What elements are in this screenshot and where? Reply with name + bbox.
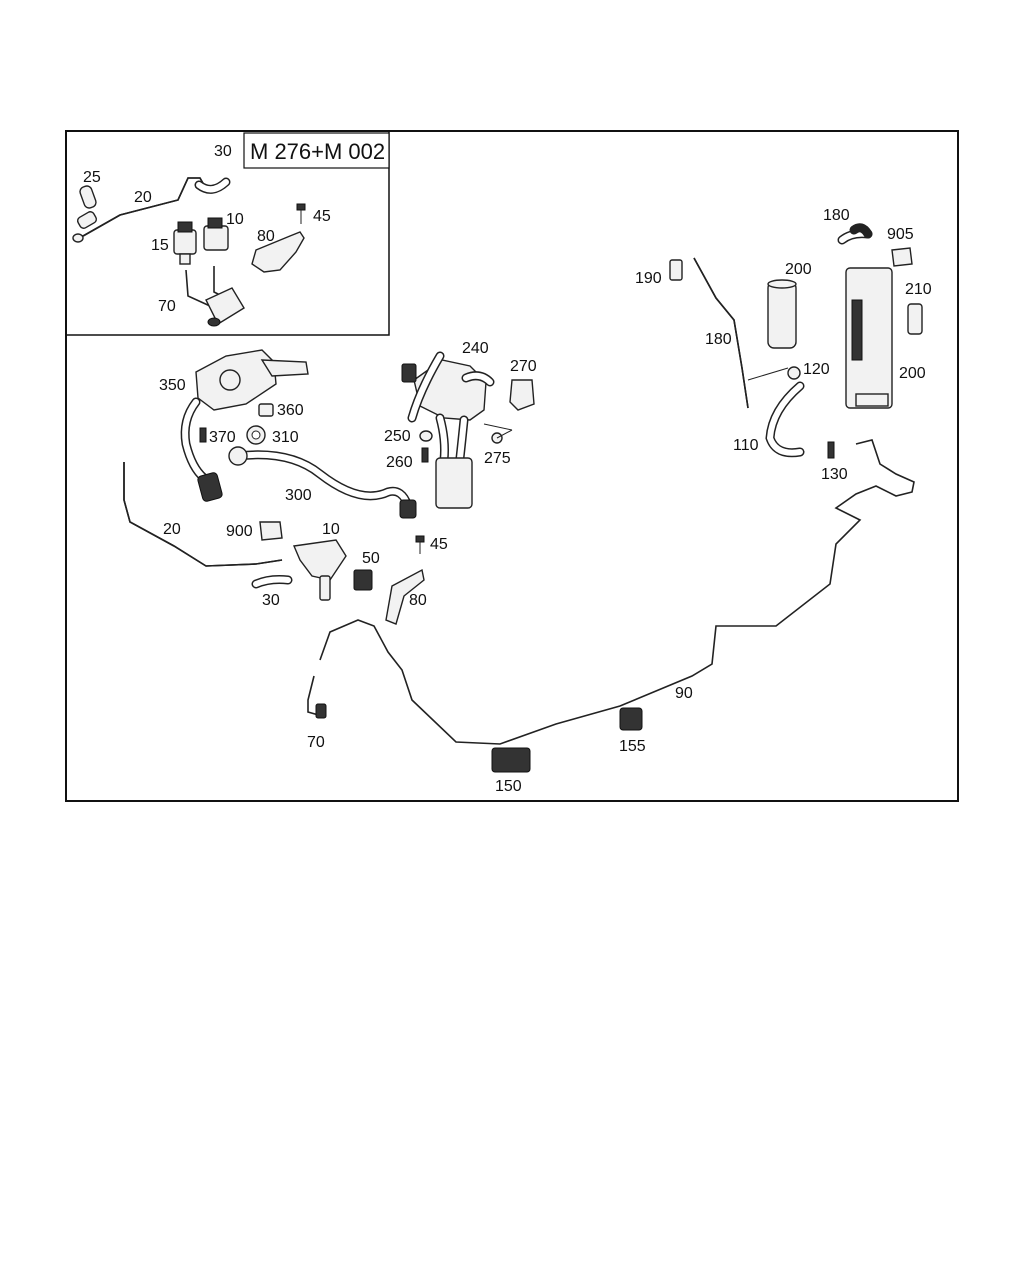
label-260: 260 <box>386 454 413 471</box>
label-270: 270 <box>510 358 537 375</box>
label-250: 250 <box>384 428 411 445</box>
label-80: 80 <box>409 592 427 609</box>
label-210: 210 <box>905 281 932 298</box>
label-275: 275 <box>484 450 511 467</box>
label-200-small: 200 <box>785 261 812 278</box>
label-20: 20 <box>163 521 181 538</box>
label-360: 360 <box>277 402 304 419</box>
label-inset-20: 20 <box>134 189 152 206</box>
inset-title: M 276+M 002 <box>250 139 385 164</box>
inset-title-box <box>243 132 390 169</box>
label-50: 50 <box>362 550 380 567</box>
label-90: 90 <box>675 685 693 702</box>
label-180-top: 180 <box>823 207 850 224</box>
label-120: 120 <box>803 361 830 378</box>
label-110: 110 <box>733 437 759 454</box>
label-inset-70: 70 <box>158 298 176 315</box>
label-150: 150 <box>495 778 522 795</box>
label-905: 905 <box>887 226 914 243</box>
label-240: 240 <box>462 340 489 357</box>
label-inset-15: 15 <box>151 237 169 254</box>
label-370: 370 <box>209 429 236 446</box>
label-inset-30: 30 <box>214 143 232 160</box>
label-300: 300 <box>285 487 312 504</box>
label-inset-45: 45 <box>313 208 331 225</box>
label-70: 70 <box>307 734 325 751</box>
inset-parts <box>72 177 306 327</box>
main-parts <box>123 223 923 773</box>
label-30: 30 <box>262 592 280 609</box>
label-inset-10: 10 <box>226 211 244 228</box>
label-310: 310 <box>272 429 299 446</box>
label-180-pipe: 180 <box>705 331 732 348</box>
label-200-big: 200 <box>899 365 926 382</box>
label-190: 190 <box>635 270 662 287</box>
label-130: 130 <box>821 466 848 483</box>
diagram-frame <box>65 130 959 802</box>
label-350: 350 <box>159 377 186 394</box>
label-45: 45 <box>430 536 448 553</box>
label-155: 155 <box>619 738 646 755</box>
label-inset-80: 80 <box>257 228 275 245</box>
label-10: 10 <box>322 521 340 538</box>
inset-frame <box>65 130 390 336</box>
label-inset-25: 25 <box>83 169 101 186</box>
label-900: 900 <box>226 523 253 540</box>
